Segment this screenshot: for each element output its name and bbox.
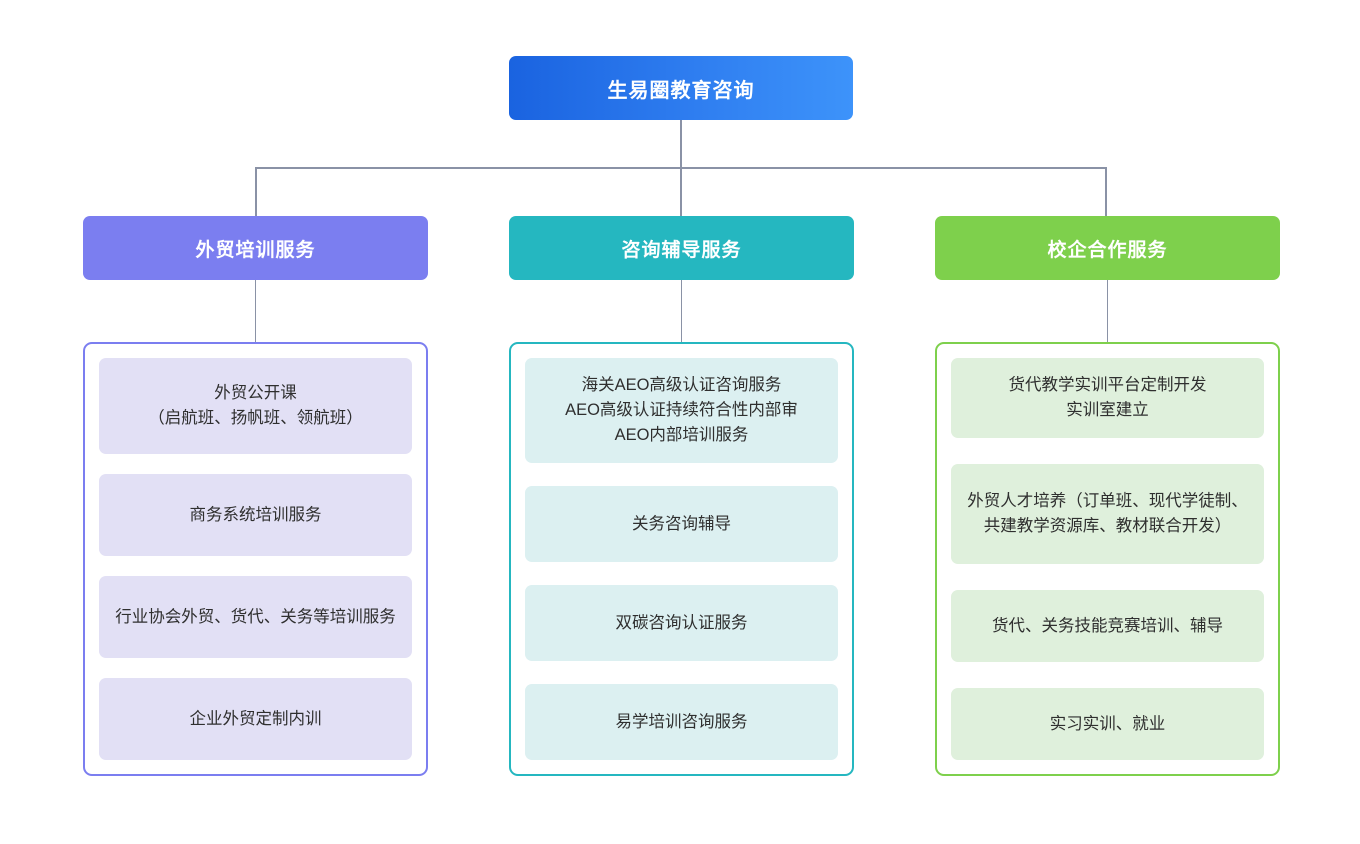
category-2-items-container: 货代教学实训平台定制开发 实训室建立 外贸人才培养（订单班、现代学徒制、共建教学… [935,342,1280,776]
list-item[interactable]: 外贸人才培养（订单班、现代学徒制、共建教学资源库、教材联合开发） [951,464,1264,564]
list-item[interactable]: 关务咨询辅导 [525,486,838,562]
category-header-0[interactable]: 外贸培训服务 [83,216,428,280]
list-item[interactable]: 货代教学实训平台定制开发 实训室建立 [951,358,1264,438]
connector-category-2-to-items [1106,280,1109,342]
list-item[interactable]: 易学培训咨询服务 [525,684,838,760]
category-column-2: 校企合作服务 货代教学实训平台定制开发 实训室建立 外贸人才培养（订单班、现代学… [935,216,1280,776]
category-header-1[interactable]: 咨询辅导服务 [509,216,854,280]
list-item[interactable]: 双碳咨询认证服务 [525,585,838,661]
connector-root-drop [680,120,682,168]
category-header-0-label: 外贸培训服务 [195,239,316,261]
category-1-items-container: 海关AEO高级认证咨询服务 AEO高级认证持续符合性内部审 AEO内部培训服务 … [509,342,854,776]
category-header-1-label: 咨询辅导服务 [621,239,742,261]
connector-category-1-to-items [680,280,683,342]
root-node-label: 生易圈教育咨询 [607,79,755,102]
list-item[interactable]: 商务系统培训服务 [99,474,412,556]
connector-branch-0 [255,167,257,216]
connector-branch-2 [1105,167,1107,216]
category-header-2[interactable]: 校企合作服务 [935,216,1280,280]
category-column-0: 外贸培训服务 外贸公开课 （启航班、扬帆班、领航班） 商务系统培训服务 行业协会… [83,216,428,776]
category-0-items-container: 外贸公开课 （启航班、扬帆班、领航班） 商务系统培训服务 行业协会外贸、货代、关… [83,342,428,776]
list-item[interactable]: 行业协会外贸、货代、关务等培训服务 [99,576,412,658]
list-item[interactable]: 货代、关务技能竞赛培训、辅导 [951,590,1264,662]
category-header-2-label: 校企合作服务 [1047,239,1168,261]
root-node[interactable]: 生易圈教育咨询 [509,56,853,120]
list-item[interactable]: 海关AEO高级认证咨询服务 AEO高级认证持续符合性内部审 AEO内部培训服务 [525,358,838,463]
list-item[interactable]: 企业外贸定制内训 [99,678,412,760]
category-column-1: 咨询辅导服务 海关AEO高级认证咨询服务 AEO高级认证持续符合性内部审 AEO… [509,216,854,776]
connector-branch-1 [680,167,682,216]
list-item[interactable]: 实习实训、就业 [951,688,1264,760]
connector-category-0-to-items [254,280,257,342]
list-item[interactable]: 外贸公开课 （启航班、扬帆班、领航班） [99,358,412,454]
